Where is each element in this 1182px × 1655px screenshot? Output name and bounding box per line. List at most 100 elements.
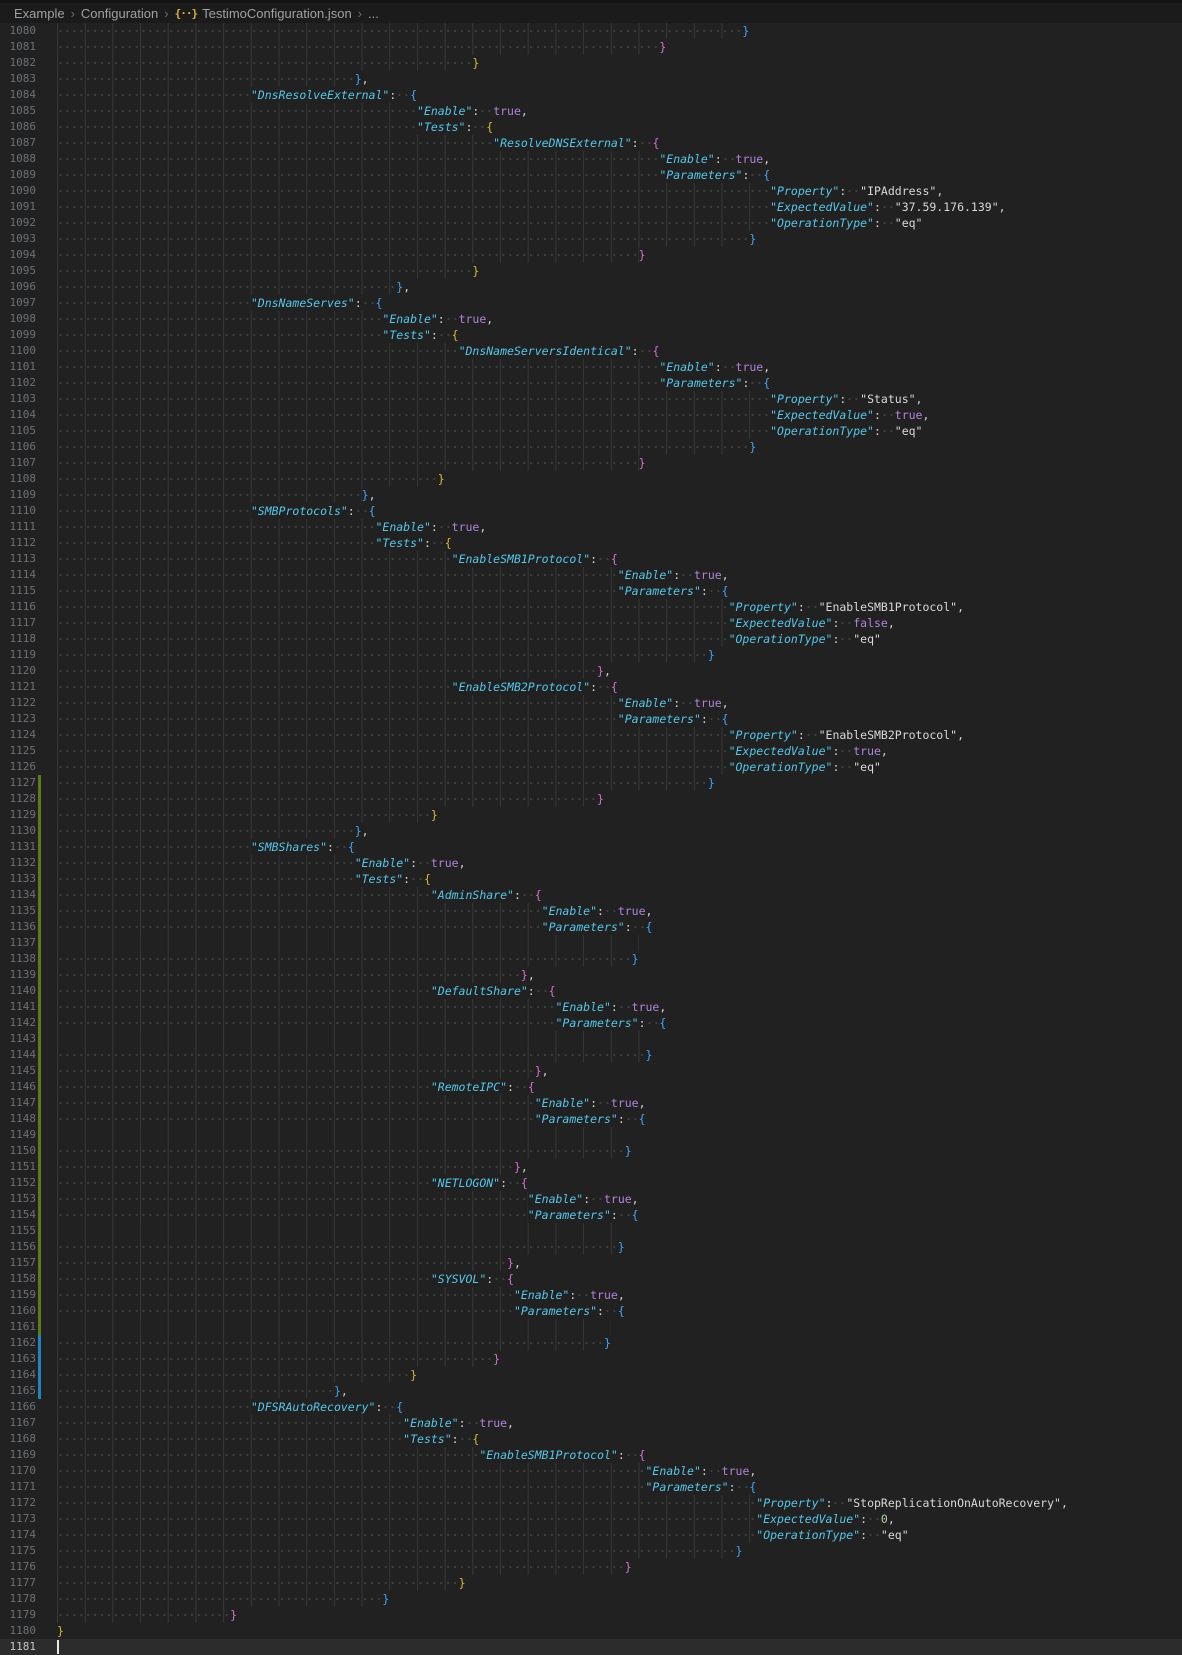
diff-added-marker[interactable] bbox=[38, 1095, 41, 1111]
breadcrumb-item-symbol[interactable]: ... bbox=[368, 5, 379, 21]
diff-modified-marker[interactable] bbox=[38, 1367, 41, 1383]
code-line[interactable]: 1083}, bbox=[0, 71, 1182, 87]
diff-added-marker[interactable] bbox=[38, 1191, 41, 1207]
diff-added-marker[interactable] bbox=[38, 1223, 41, 1239]
code-line[interactable]: 1126"OperationType":"eq" bbox=[0, 759, 1182, 775]
code-line[interactable]: 1089"Parameters":{ bbox=[0, 167, 1182, 183]
diff-added-marker[interactable] bbox=[38, 951, 41, 967]
code-line[interactable]: 1172"Property":"StopReplicationOnAutoRec… bbox=[0, 1495, 1182, 1511]
code-line[interactable]: 1137 bbox=[0, 935, 1182, 951]
code-line[interactable]: 1109}, bbox=[0, 487, 1182, 503]
code-line[interactable]: 1092"OperationType":"eq" bbox=[0, 215, 1182, 231]
code-line[interactable]: 1114"Enable":true, bbox=[0, 567, 1182, 583]
code-line[interactable]: 1133"Tests":{ bbox=[0, 871, 1182, 887]
code-line[interactable]: 1149 bbox=[0, 1127, 1182, 1143]
code-line[interactable]: 1124"Property":"EnableSMB2Protocol", bbox=[0, 727, 1182, 743]
code-line[interactable]: 1152"NETLOGON":{ bbox=[0, 1175, 1182, 1191]
code-line[interactable]: 1159"Enable":true, bbox=[0, 1287, 1182, 1303]
code-line[interactable]: 1118"OperationType":"eq" bbox=[0, 631, 1182, 647]
code-line[interactable]: 1141"Enable":true, bbox=[0, 999, 1182, 1015]
code-line[interactable]: 1134"AdminShare":{ bbox=[0, 887, 1182, 903]
code-line[interactable]: 1142"Parameters":{ bbox=[0, 1015, 1182, 1031]
diff-added-marker[interactable] bbox=[38, 1031, 41, 1047]
code-line[interactable]: 1157}, bbox=[0, 1255, 1182, 1271]
diff-added-marker[interactable] bbox=[38, 1079, 41, 1095]
code-line[interactable]: 1122"Enable":true, bbox=[0, 695, 1182, 711]
code-line[interactable]: 1167"Enable":true, bbox=[0, 1415, 1182, 1431]
diff-modified-marker[interactable] bbox=[38, 1383, 41, 1399]
code-line[interactable]: 1085"Enable":true, bbox=[0, 103, 1182, 119]
code-line[interactable]: 1175} bbox=[0, 1543, 1182, 1559]
code-line[interactable]: 1107} bbox=[0, 455, 1182, 471]
code-line[interactable]: 1170"Enable":true, bbox=[0, 1463, 1182, 1479]
code-line[interactable]: 1095} bbox=[0, 263, 1182, 279]
diff-added-marker[interactable] bbox=[38, 1303, 41, 1319]
code-line[interactable]: 1100"DnsNameServersIdentical":{ bbox=[0, 343, 1182, 359]
code-line[interactable]: 1119} bbox=[0, 647, 1182, 663]
diff-added-marker[interactable] bbox=[38, 887, 41, 903]
diff-added-marker[interactable] bbox=[38, 1047, 41, 1063]
code-line[interactable]: 1156} bbox=[0, 1239, 1182, 1255]
code-line[interactable]: 1120}, bbox=[0, 663, 1182, 679]
code-line[interactable]: 1099"Tests":{ bbox=[0, 327, 1182, 343]
diff-added-marker[interactable] bbox=[38, 983, 41, 999]
code-line[interactable]: 1135"Enable":true, bbox=[0, 903, 1182, 919]
diff-added-marker[interactable] bbox=[38, 1063, 41, 1079]
code-line[interactable]: 1082} bbox=[0, 55, 1182, 71]
code-line[interactable]: 1166"DFSRAutoRecovery":{ bbox=[0, 1399, 1182, 1415]
breadcrumb-item-file[interactable]: TestimoConfiguration.json bbox=[202, 5, 352, 21]
diff-added-marker[interactable] bbox=[38, 1287, 41, 1303]
code-line[interactable]: 1155 bbox=[0, 1223, 1182, 1239]
code-line[interactable]: 1165}, bbox=[0, 1383, 1182, 1399]
code-line[interactable]: 1110"SMBProtocols":{ bbox=[0, 503, 1182, 519]
code-line[interactable]: 1177} bbox=[0, 1575, 1182, 1591]
code-line[interactable]: 1096}, bbox=[0, 279, 1182, 295]
diff-added-marker[interactable] bbox=[38, 1111, 41, 1127]
code-line[interactable]: 1129} bbox=[0, 807, 1182, 823]
diff-added-marker[interactable] bbox=[38, 807, 41, 823]
code-line[interactable]: 1161 bbox=[0, 1319, 1182, 1335]
diff-added-marker[interactable] bbox=[38, 1207, 41, 1223]
code-line[interactable]: 1158"SYSVOL":{ bbox=[0, 1271, 1182, 1287]
code-line[interactable]: 1080} bbox=[0, 23, 1182, 39]
diff-added-marker[interactable] bbox=[38, 823, 41, 839]
code-line[interactable]: 1128} bbox=[0, 791, 1182, 807]
code-line[interactable]: 1139}, bbox=[0, 967, 1182, 983]
code-line[interactable]: 1171"Parameters":{ bbox=[0, 1479, 1182, 1495]
code-line[interactable]: 1136"Parameters":{ bbox=[0, 919, 1182, 935]
code-line[interactable]: 1094} bbox=[0, 247, 1182, 263]
diff-added-marker[interactable] bbox=[38, 1015, 41, 1031]
code-line[interactable]: 1146"RemoteIPC":{ bbox=[0, 1079, 1182, 1095]
diff-added-marker[interactable] bbox=[38, 1239, 41, 1255]
code-line[interactable]: 1108} bbox=[0, 471, 1182, 487]
code-line[interactable]: 1154"Parameters":{ bbox=[0, 1207, 1182, 1223]
code-line[interactable]: 1150} bbox=[0, 1143, 1182, 1159]
diff-added-marker[interactable] bbox=[38, 871, 41, 887]
code-line[interactable]: 1117"ExpectedValue":false, bbox=[0, 615, 1182, 631]
code-line[interactable]: 1087"ResolveDNSExternal":{ bbox=[0, 135, 1182, 151]
code-line[interactable]: 1140"DefaultShare":{ bbox=[0, 983, 1182, 999]
code-line[interactable]: 1144} bbox=[0, 1047, 1182, 1063]
diff-added-marker[interactable] bbox=[38, 967, 41, 983]
code-line[interactable]: 1130}, bbox=[0, 823, 1182, 839]
code-line[interactable]: 1169"EnableSMB1Protocol":{ bbox=[0, 1447, 1182, 1463]
code-line[interactable]: 1132"Enable":true, bbox=[0, 855, 1182, 871]
code-line[interactable]: 1088"Enable":true, bbox=[0, 151, 1182, 167]
code-line[interactable]: 1145}, bbox=[0, 1063, 1182, 1079]
code-line[interactable]: 1104"ExpectedValue":true, bbox=[0, 407, 1182, 423]
code-line[interactable]: 1106} bbox=[0, 439, 1182, 455]
diff-added-marker[interactable] bbox=[38, 839, 41, 855]
code-line[interactable]: 1097"DnsNameServes":{ bbox=[0, 295, 1182, 311]
code-line[interactable]: 1091"ExpectedValue":"37.59.176.139", bbox=[0, 199, 1182, 215]
code-line[interactable]: 1098"Enable":true, bbox=[0, 311, 1182, 327]
code-line[interactable]: 1115"Parameters":{ bbox=[0, 583, 1182, 599]
code-line[interactable]: 1111"Enable":true, bbox=[0, 519, 1182, 535]
code-line[interactable]: 1081} bbox=[0, 39, 1182, 55]
code-line[interactable]: 1103"Property":"Status", bbox=[0, 391, 1182, 407]
code-line[interactable]: 1101"Enable":true, bbox=[0, 359, 1182, 375]
code-line[interactable]: 1105"OperationType":"eq" bbox=[0, 423, 1182, 439]
code-line[interactable]: 1174"OperationType":"eq" bbox=[0, 1527, 1182, 1543]
diff-added-marker[interactable] bbox=[38, 919, 41, 935]
code-line[interactable]: 1163} bbox=[0, 1351, 1182, 1367]
breadcrumb-item-folder[interactable]: Configuration bbox=[80, 5, 159, 21]
